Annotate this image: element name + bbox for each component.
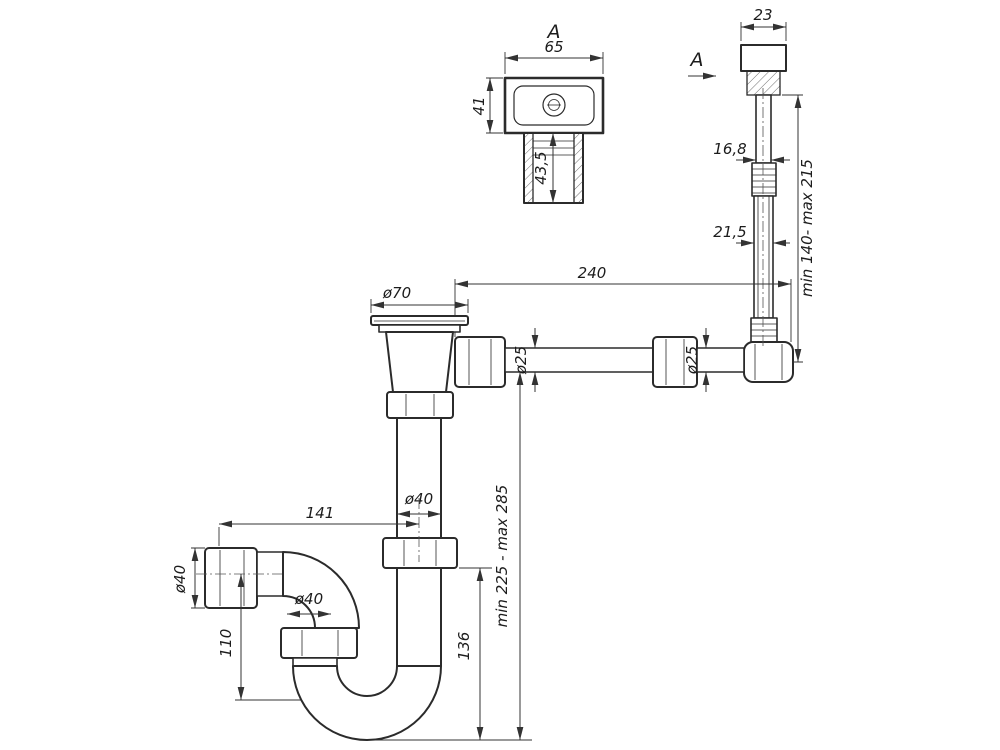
overflow-elbow-fitting: [743, 341, 794, 383]
overflow-hose-lower: [753, 195, 774, 319]
trap-elbow: [282, 551, 360, 629]
strainer-flange-lip: [378, 324, 461, 333]
strainer-locknut: [386, 391, 454, 419]
corrugation-ribs-upper: [752, 168, 776, 194]
inlet-nut: [204, 547, 258, 609]
union-nut-2-facets: [665, 339, 685, 385]
overflow-cap: [740, 44, 787, 72]
overflow-screw: [542, 93, 566, 117]
outlet-pipe-left: [504, 347, 654, 373]
dim-text-25-left: ø25: [512, 346, 530, 375]
p-trap: ø40 ø40 110: [171, 547, 442, 741]
outlet-pipe-right: [696, 347, 745, 373]
dim-ext-41: [486, 77, 503, 134]
dim-ext-40-inlet: [191, 547, 205, 609]
strainer-flange: [370, 315, 469, 326]
trap-u-bend: [292, 665, 442, 741]
strainer-locknut-facets: [405, 394, 435, 416]
overflow-outlet-wall-right: [573, 132, 584, 204]
dim-text-40-elbow: ø40: [294, 590, 323, 608]
dim-text-23: 23: [753, 6, 772, 24]
elbow-union-nut-facets: [301, 630, 339, 656]
elbow-union-nut: [280, 627, 358, 659]
dim-text-16-8: 16,8: [713, 140, 746, 158]
dim-text-110: 110: [217, 629, 235, 658]
dim-text-hose-range: min 140- max 215: [798, 159, 816, 297]
dim-text-40-inlet: ø40: [171, 565, 189, 594]
dim-text-141: 141: [306, 504, 335, 522]
overflow-outlet-wall-left: [523, 132, 534, 204]
tailpipe-lower: [396, 567, 442, 667]
overflow-side-view: 23 A 16,8 21,5 min 140- max 215: [688, 6, 816, 383]
union-nut-1: [454, 336, 506, 388]
dim-text-65: 65: [544, 38, 563, 56]
section-label-front: A: [546, 21, 561, 43]
overflow-cover-body: [503, 76, 605, 135]
section-label-side: A: [689, 49, 704, 71]
dim-text-43-5: 43,5: [532, 151, 550, 184]
dim-text-40-tailpipe: ø40: [404, 490, 433, 508]
dim-text-trap-height: min 225 - max 285: [493, 485, 511, 628]
dim-text-41: 41: [470, 96, 488, 115]
dim-ext-23: [740, 22, 787, 41]
dim-text-136: 136: [455, 632, 473, 661]
overflow-cover-inner: [513, 85, 595, 126]
dim-text-21-5: 21,5: [713, 223, 746, 241]
strainer-body: [385, 331, 454, 393]
dim-text-240: 240: [578, 264, 607, 282]
trap-union-nut: [382, 537, 458, 569]
overflow-front-view: A 65 41 43,5: [470, 21, 605, 204]
overflow-hose-upper: [755, 94, 772, 164]
dim-ext-240: [454, 279, 792, 342]
dim-text-70: ø70: [382, 284, 411, 302]
trap-union-nut-facets: [403, 540, 437, 566]
hose-inner-lines: [757, 196, 770, 318]
sink-strainer: ø70: [370, 284, 469, 393]
elbow-fitting-lines: [754, 344, 783, 380]
hose-corrugation-upper: [751, 162, 777, 197]
dim-text-25-right: ø25: [683, 346, 701, 375]
corrugation-ribs-lower: [751, 323, 777, 337]
overflow-cap-seal: [746, 70, 781, 96]
horizontal-outlet-run: 240 ø70 ø25 ø25: [370, 264, 792, 393]
union-nut-1-facets: [468, 339, 492, 385]
tailpipe-assembly: ø40 141 min 225 - max 285 136: [218, 372, 532, 741]
